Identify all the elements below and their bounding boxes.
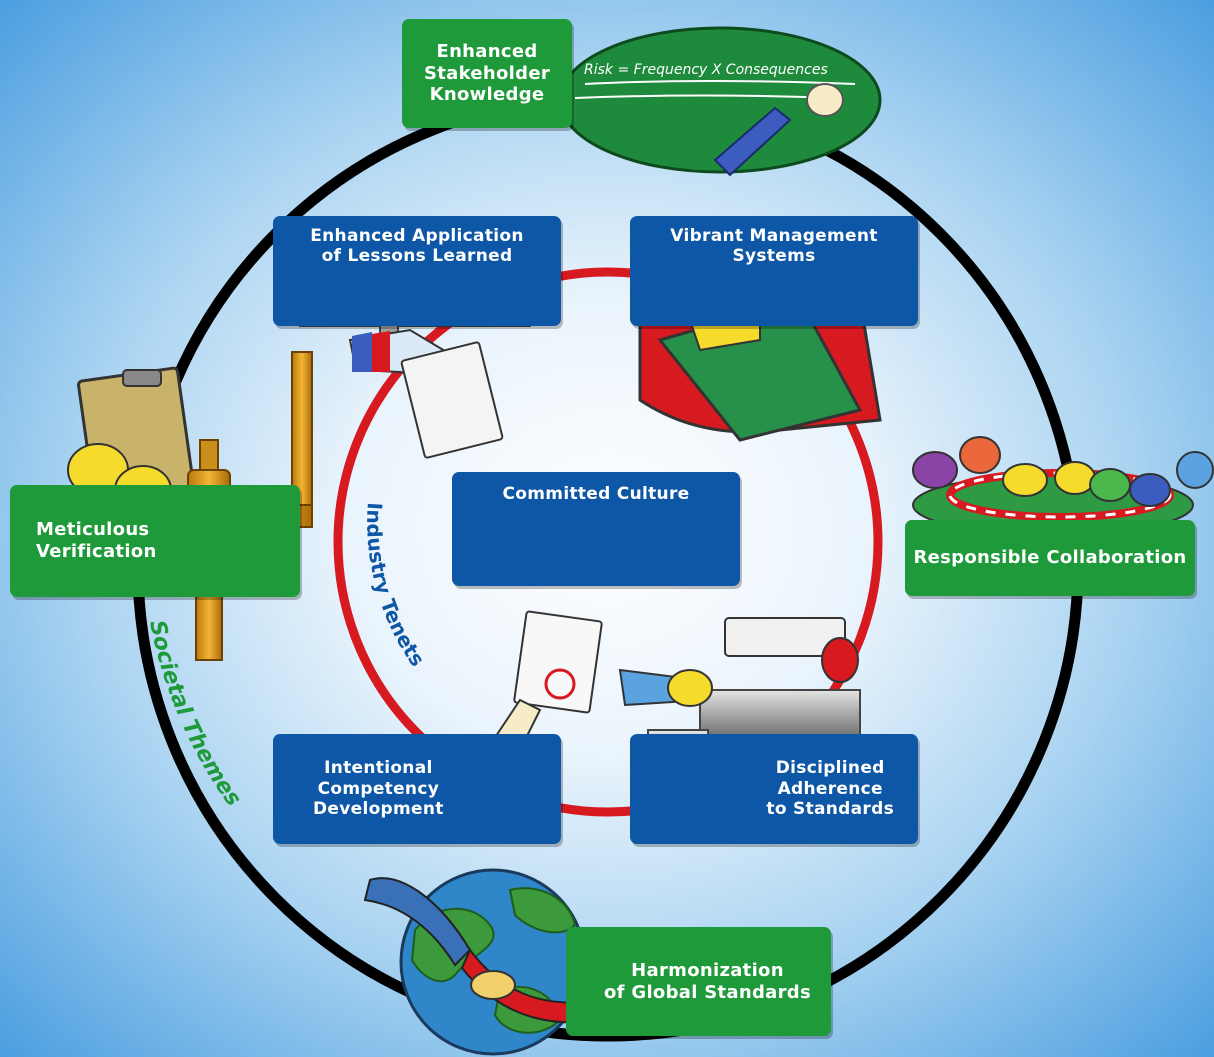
responsible-collaboration-label: Responsible Collaboration xyxy=(913,547,1187,569)
inner-ring xyxy=(333,267,883,817)
stakeholder-knowledge-box: Enhanced Stakeholder Knowledge xyxy=(402,19,572,128)
stakeholder-knowledge-label: Enhanced Stakeholder Knowledge xyxy=(423,41,551,106)
harmonization-label: Harmonization of Global Standards xyxy=(604,959,811,1003)
management-systems-label: Vibrant Management Systems xyxy=(670,226,878,267)
competency-label: Intentional Competency Development xyxy=(313,758,444,820)
lessons-learned-box: Enhanced Application of Lessons Learned xyxy=(273,216,561,326)
committed-culture-box: Committed Culture xyxy=(452,472,740,586)
meticulous-verification-label: Meticulous Verification xyxy=(36,519,157,562)
harmonization-box: Harmonization of Global Standards xyxy=(566,927,831,1036)
meticulous-verification-box: Meticulous Verification xyxy=(10,485,300,597)
chalkboard-illustration xyxy=(558,26,882,177)
management-systems-box: Vibrant Management Systems xyxy=(630,216,918,326)
competency-box: Intentional Competency Development xyxy=(273,734,561,844)
committed-culture-label: Committed Culture xyxy=(502,484,690,504)
adherence-box: Disciplined Adherence to Standards xyxy=(630,734,918,844)
responsible-collaboration-box: Responsible Collaboration xyxy=(905,520,1195,596)
adherence-label: Disciplined Adherence to Standards xyxy=(766,758,894,820)
globe-illustration xyxy=(363,868,607,1056)
industry-tenets-label: Industry Tenets xyxy=(362,502,430,671)
risk-formula: Risk = Frequency X Consequences xyxy=(584,62,828,78)
lessons-learned-label: Enhanced Application of Lessons Learned xyxy=(310,226,524,267)
